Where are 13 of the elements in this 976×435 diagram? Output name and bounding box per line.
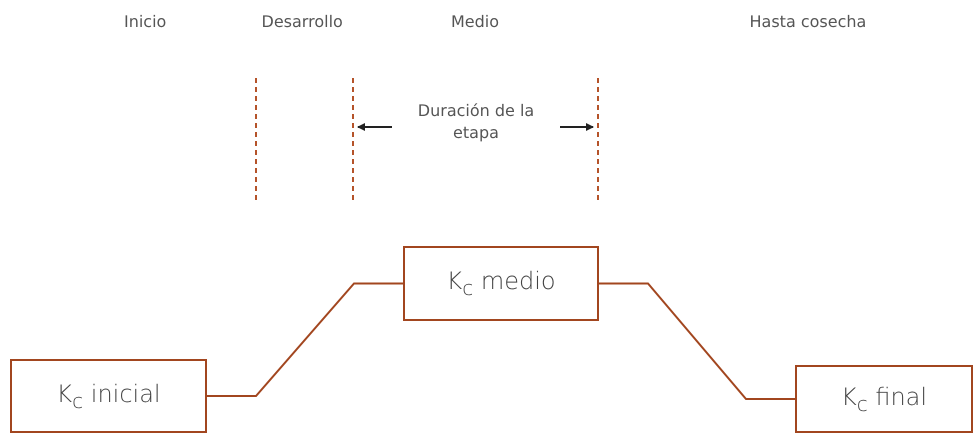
stage-label: Medio	[451, 12, 500, 31]
dimension-label: Duración de la etapa	[416, 100, 536, 144]
stage-label: Desarrollo	[262, 12, 343, 31]
stage-label: Hasta cosecha	[750, 12, 866, 31]
coefficient-label: K$_{c}$ medio	[446, 267, 556, 300]
stage-box	[10, 359, 207, 433]
coefficient-label: K$_{c}$ final	[840, 382, 928, 416]
stage-label: Inicio	[124, 12, 166, 31]
connector-line	[207, 282, 403, 397]
connector-line	[599, 282, 795, 400]
coefficient-label: K$_{c}$ inicial	[56, 380, 161, 412]
stage-box	[403, 246, 599, 321]
stage-box	[795, 365, 973, 433]
